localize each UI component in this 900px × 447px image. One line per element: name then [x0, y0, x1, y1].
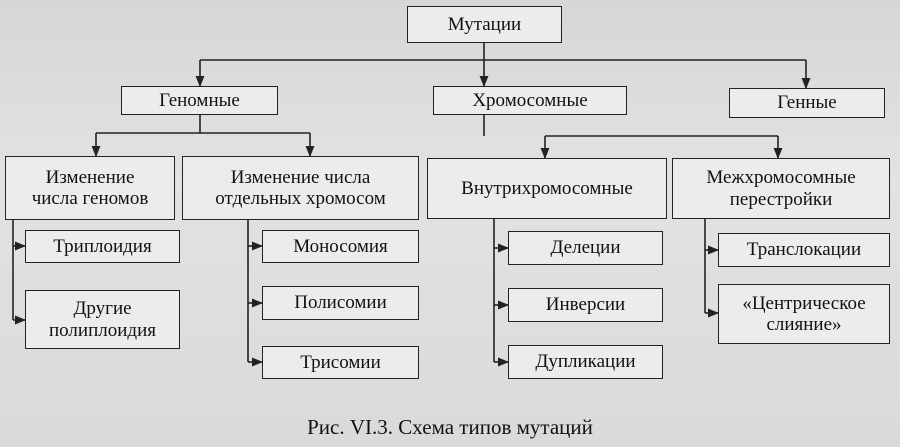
- node-inversions: Инверсии: [508, 288, 663, 322]
- node-polysomy: Полисомии: [262, 286, 419, 320]
- node-mutations: Мутации: [407, 6, 562, 43]
- node-duplications: Дупликации: [508, 345, 663, 379]
- node-translocations: Транслокации: [718, 233, 890, 267]
- node-triploidy: Триплоидия: [25, 230, 180, 263]
- node-genomic: Геномные: [121, 86, 278, 115]
- figure-caption: Рис. VI.3. Схема типов мутаций: [307, 415, 593, 439]
- node-chromosomal: Хромосомные: [433, 86, 627, 115]
- node-trisomy: Трисомии: [262, 346, 419, 379]
- node-intrachromosomal: Внутрихромосомные: [427, 158, 667, 219]
- node-gene: Генные: [729, 88, 885, 118]
- node-deletions: Делеции: [508, 231, 663, 265]
- node-monosomy: Моносомия: [262, 230, 419, 263]
